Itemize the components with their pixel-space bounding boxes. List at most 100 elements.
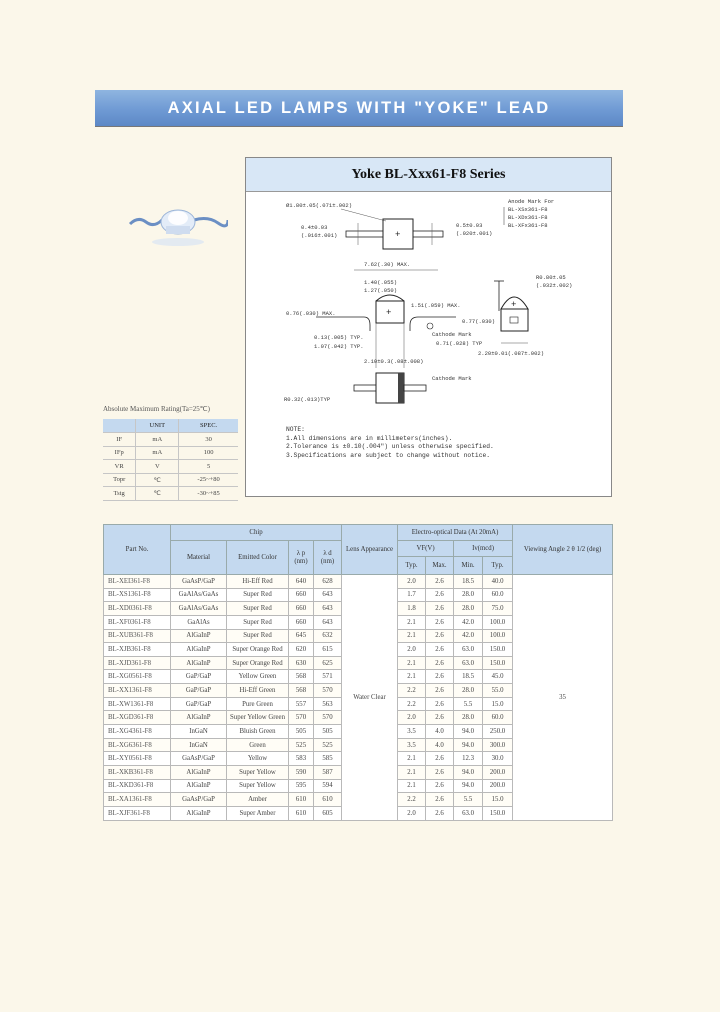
vf-max-cell: 2.6 bbox=[425, 683, 455, 698]
abs-unit: ℃ bbox=[135, 486, 180, 501]
lambda-p-cell: 640 bbox=[288, 574, 314, 589]
cathode-mark-2: Cathode Mark bbox=[432, 375, 472, 382]
abs-max-row: Topr℃-25~+80 bbox=[103, 473, 238, 487]
iv-typ-cell: 75.0 bbox=[482, 601, 514, 616]
vf-typ-cell: 2.0 bbox=[397, 805, 427, 821]
header-lambda-p: λ p(nm) bbox=[288, 540, 314, 575]
part-no-cell: BL-XKB361-F8 bbox=[103, 764, 171, 780]
vf-typ-cell: 3.5 bbox=[397, 724, 427, 739]
lambda-d-cell: 570 bbox=[312, 710, 343, 726]
vf-max-cell: 2.6 bbox=[425, 696, 455, 712]
part-no-cell: BL-XG0561-F8 bbox=[103, 669, 171, 685]
dim-d: 1.51(.059) MAX. bbox=[411, 302, 461, 309]
led-photo bbox=[128, 209, 228, 246]
vf-max-cell: 2.6 bbox=[425, 710, 455, 726]
header-chip: Chip bbox=[169, 524, 343, 541]
material-cell: GaP/GaP bbox=[170, 669, 227, 685]
dim-lead-right-1: 0.5±0.03 bbox=[456, 222, 482, 229]
abs-unit: ℃ bbox=[135, 473, 180, 487]
vf-typ-cell: 2.1 bbox=[397, 778, 427, 794]
part-no-cell: BL-XEI361-F8 bbox=[103, 574, 171, 589]
emitted-color-cell: Hi-Eff Red bbox=[226, 574, 289, 589]
abs-param: IFp bbox=[103, 446, 136, 460]
material-cell: InGaN bbox=[170, 737, 227, 753]
iv-min-cell: 42.0 bbox=[453, 628, 484, 644]
lambda-p-cell: 630 bbox=[288, 655, 314, 671]
vf-typ-cell: 1.7 bbox=[397, 587, 427, 603]
abs-max-row: Tstg℃-30~+85 bbox=[103, 486, 238, 501]
vf-typ-cell: 2.2 bbox=[397, 696, 427, 712]
material-cell: AlGaInP bbox=[170, 710, 227, 726]
svg-text:+: + bbox=[511, 300, 516, 310]
part-no-cell: BL-XJB361-F8 bbox=[103, 642, 171, 657]
vf-max-cell: 2.6 bbox=[425, 792, 455, 807]
banner-title: AXIAL LED LAMPS WITH "YOKE" LEAD bbox=[167, 98, 551, 117]
lambda-d-cell: 594 bbox=[312, 778, 343, 794]
emitted-color-cell: Super Red bbox=[226, 614, 289, 630]
vf-typ-cell: 2.2 bbox=[397, 792, 427, 807]
anode-mark-part-2: BL-XDx361-F8 bbox=[508, 214, 548, 221]
abs-spec: 30 bbox=[178, 432, 238, 447]
iv-typ-cell: 60.0 bbox=[482, 710, 514, 726]
header-lambda-d: λ d(nm) bbox=[312, 540, 343, 575]
abs-header-param bbox=[103, 419, 136, 433]
header-part-no: Part No. bbox=[103, 524, 171, 575]
dim-k: 2.20±0.01(.087±.002) bbox=[478, 350, 544, 357]
vf-max-cell: 2.6 bbox=[425, 655, 455, 671]
material-cell: AlGaInP bbox=[170, 764, 227, 780]
svg-text:+: + bbox=[395, 230, 400, 240]
iv-typ-cell: 150.0 bbox=[482, 642, 514, 657]
vf-typ-cell: 2.0 bbox=[397, 710, 427, 726]
dim-i: 2.10±0.3(.08±.008) bbox=[364, 358, 423, 365]
lambda-d-cell: 605 bbox=[312, 805, 343, 821]
dim-f: 0.13(.005) TYP. bbox=[314, 334, 364, 341]
lambda-p-cell: 557 bbox=[288, 696, 314, 712]
viewing-angle-cell: 35 bbox=[512, 574, 614, 821]
vf-max-cell: 2.6 bbox=[425, 805, 455, 821]
iv-min-cell: 5.5 bbox=[453, 696, 484, 712]
svg-text:+: + bbox=[386, 308, 391, 318]
vf-max-cell: 2.6 bbox=[425, 628, 455, 644]
emitted-color-cell: Pure Green bbox=[226, 696, 289, 712]
vf-max-cell: 2.6 bbox=[425, 764, 455, 780]
vf-typ-cell: 2.2 bbox=[397, 683, 427, 698]
part-no-cell: BL-XX1361-F8 bbox=[103, 683, 171, 698]
abs-header-spec: SPEC. bbox=[178, 419, 238, 433]
lambda-p-cell: 568 bbox=[288, 669, 314, 685]
vf-typ-cell: 2.0 bbox=[397, 642, 427, 657]
iv-min-cell: 18.5 bbox=[453, 669, 484, 685]
iv-typ-cell: 30.0 bbox=[482, 751, 514, 766]
lambda-d-cell: 632 bbox=[312, 628, 343, 644]
dim-top-left: Ø1.80±.05(.071±.002) bbox=[286, 202, 352, 209]
dim-e: 0.77(.030) bbox=[462, 318, 495, 325]
part-no-cell: BL-XJF361-F8 bbox=[103, 805, 171, 821]
cathode-mark-1: Cathode Mark bbox=[432, 331, 472, 338]
emitted-color-cell: Yellow bbox=[226, 751, 289, 766]
material-cell: GaAlAs bbox=[170, 614, 227, 630]
dim-c: 0.76(.030) MAX. bbox=[286, 310, 336, 317]
vf-max-cell: 4.0 bbox=[425, 724, 455, 739]
vf-max-cell: 2.6 bbox=[425, 669, 455, 685]
header-iv: Iv(mcd) bbox=[453, 540, 514, 557]
iv-typ-cell: 100.0 bbox=[482, 628, 514, 644]
material-cell: GaAsP/GaP bbox=[170, 574, 227, 589]
lambda-d-cell: 625 bbox=[312, 655, 343, 671]
vf-max-cell: 2.6 bbox=[425, 587, 455, 603]
lambda-d-cell: 571 bbox=[312, 669, 343, 685]
abs-spec: -25~+80 bbox=[178, 473, 238, 487]
page-banner: AXIAL LED LAMPS WITH "YOKE" LEAD bbox=[95, 90, 623, 126]
emitted-color-cell: Super Amber bbox=[226, 805, 289, 821]
abs-unit: mA bbox=[135, 432, 180, 447]
abs-param: VR bbox=[103, 459, 136, 474]
abs-spec: 100 bbox=[178, 446, 238, 460]
dim-g: 1.07(.042) TYP. bbox=[314, 343, 364, 350]
lambda-p-cell: 660 bbox=[288, 587, 314, 603]
emitted-color-cell: Super Red bbox=[226, 601, 289, 616]
emitted-color-cell: Super Yellow bbox=[226, 778, 289, 794]
lambda-p-cell: 645 bbox=[288, 628, 314, 644]
